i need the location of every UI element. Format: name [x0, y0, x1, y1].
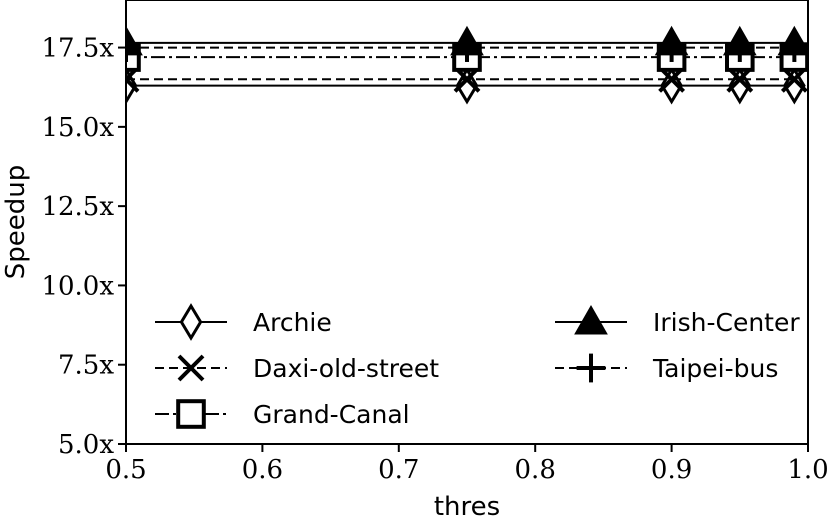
- data-point: [728, 66, 752, 105]
- legend-entry-irish-center: Irish-Center: [555, 304, 800, 337]
- x-tick-label: 0.5: [105, 455, 146, 485]
- data-point: [657, 33, 686, 62]
- legend-marker: [179, 303, 203, 341]
- legend-marker: [576, 353, 606, 383]
- data-point: [452, 33, 482, 62]
- plot-frame: [125, 0, 809, 445]
- legend-marker: [177, 354, 205, 382]
- data-point: [126, 33, 141, 62]
- x-axis-label: thres: [434, 492, 500, 522]
- legend-entry-grand-canal: Grand-Canal: [155, 399, 410, 429]
- legend-entry-archie: Archie: [155, 303, 332, 341]
- legend-label: Archie: [253, 308, 332, 337]
- legend-label: Taipei-bus: [652, 354, 778, 383]
- legend-entry-taipei-bus: Taipei-bus: [555, 353, 778, 383]
- legend-label: Irish-Center: [653, 308, 800, 337]
- y-tick-label: 17.5x: [41, 34, 114, 64]
- y-tick-label: 15.0x: [41, 113, 114, 143]
- x-tick-label: 0.6: [242, 455, 283, 485]
- y-axis-label: Speedup: [1, 165, 31, 280]
- series-irish-center: [126, 25, 808, 56]
- x-tick-label: 0.8: [515, 455, 556, 485]
- data-point: [725, 33, 755, 62]
- y-tick-label: 5.0x: [58, 430, 114, 460]
- legend-marker: [176, 399, 206, 429]
- y-tick-label: 10.0x: [41, 271, 114, 301]
- y-tick-label: 12.5x: [41, 192, 114, 222]
- series-layer: [126, 25, 808, 105]
- data-point: [779, 33, 808, 62]
- x-tick-label: 0.9: [651, 455, 692, 485]
- data-point: [455, 66, 479, 105]
- x-tick-label: 0.7: [378, 455, 419, 485]
- legend-label: Daxi-old-street: [253, 354, 439, 383]
- series-taipei-bus: [126, 33, 808, 62]
- ticks-layer: 0.5 0.6 0.7 0.8 0.9 1.0 5.0x 7.5x 10.0x 12.5x 15.0…: [41, 34, 828, 485]
- legend-marker: [574, 304, 608, 335]
- legend-label: Grand-Canal: [253, 400, 410, 429]
- data-point: [783, 66, 806, 105]
- series-archie: [126, 66, 806, 105]
- legend-entry-daxi-old-street: Daxi-old-street: [155, 354, 439, 383]
- data-point: [660, 66, 683, 105]
- x-tick-label: 1.0: [787, 455, 828, 485]
- y-tick-label: 7.5x: [58, 351, 114, 381]
